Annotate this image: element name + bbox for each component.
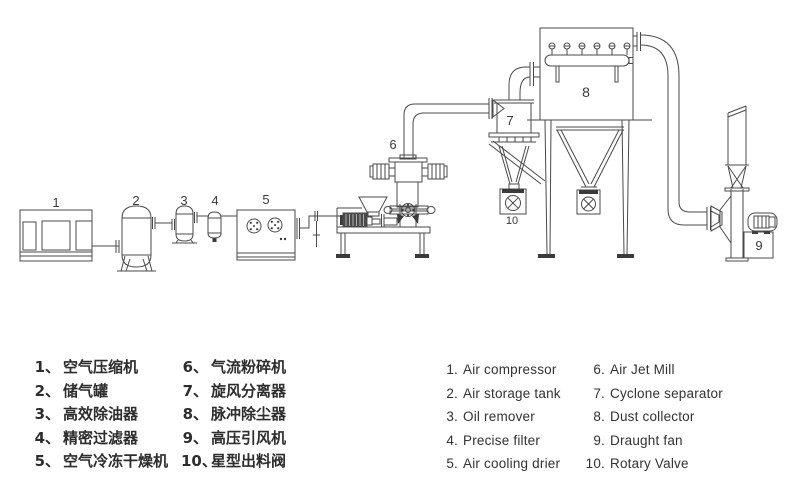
legend-row: 1、空气压缩机 xyxy=(33,356,168,380)
legend-num: 3、 xyxy=(34,405,60,423)
legend-row: 4. Precise filter xyxy=(438,429,561,453)
legend-row: 8、脉冲除尘器 xyxy=(181,403,286,427)
legend-row: 10、星型出料阀 xyxy=(181,450,286,474)
legend-label: Air Jet Mill xyxy=(610,362,675,377)
legend-row: 1. Air compressor xyxy=(438,358,561,382)
cyclone-separator: 7 xyxy=(488,99,546,190)
legend-row: 7. Cyclone separator xyxy=(585,382,723,406)
label-6: 6 xyxy=(389,137,396,152)
legend-row: 2、储气罐 xyxy=(33,380,168,404)
legend-label: 高压引风机 xyxy=(211,428,287,447)
legend-num: 3. xyxy=(446,409,458,424)
legend-row: 6、气流粉碎机 xyxy=(181,356,286,380)
legend-label: Draught fan xyxy=(610,432,683,448)
label-5: 5 xyxy=(262,192,269,207)
pipe-collector-to-fan xyxy=(633,32,711,230)
legend-num: 5、 xyxy=(34,452,60,470)
legend-num: 9、 xyxy=(182,428,208,447)
legend-english-col1: 1. Air compressor 2. Air storage tank 3. Oi… xyxy=(438,358,561,476)
legend-label: Precise filter xyxy=(463,432,541,448)
pipe-mill-to-cyclone xyxy=(403,98,505,158)
legend-num: 7. xyxy=(593,385,605,401)
legend-label: Air storage tank xyxy=(463,385,561,401)
legend-label: Cyclone separator xyxy=(610,385,723,401)
legend-label: 高效除油器 xyxy=(63,405,139,423)
pipe-compressor-to-tank xyxy=(92,240,120,253)
legend-row: 9、高压引风机 xyxy=(181,427,286,451)
legend-num: 5. xyxy=(446,456,458,471)
air-jet-mill: 6 xyxy=(369,137,448,227)
legend-row: 2. Air storage tank xyxy=(438,382,561,406)
legend-label: 精密过滤器 xyxy=(63,428,139,447)
legend-label: 储气罐 xyxy=(63,381,109,400)
legend-label: Oil remover xyxy=(463,409,535,424)
legend-label: Air cooling drier xyxy=(463,456,561,471)
legend-chinese-col2: 6、气流粉碎机 7、旋风分离器 8、脉冲除尘器 9、高压引风机 10、星型出料阀 xyxy=(181,356,286,474)
label-9: 9 xyxy=(755,238,762,253)
legend-num: 9. xyxy=(593,432,605,448)
legend-row: 10. Rotary Valve xyxy=(585,452,723,476)
air-compressor: 1 xyxy=(19,195,93,262)
label-7: 7 xyxy=(506,113,513,128)
legend-label: Rotary Valve xyxy=(610,456,689,471)
legend-num: 6. xyxy=(593,362,605,377)
legend-english-col2: 6. Air Jet Mill 7. Cyclone separator 8. Dus… xyxy=(585,358,723,476)
legend-num: 8. xyxy=(593,409,605,424)
legend-row: 7、旋风分离器 xyxy=(181,380,286,404)
legend-num: 4. xyxy=(446,432,458,448)
pipe-cyclone-to-collector xyxy=(508,62,540,100)
label-3: 3 xyxy=(180,193,187,208)
legend-label: 空气冷冻干燥机 xyxy=(63,452,169,470)
label-8: 8 xyxy=(582,84,590,100)
legend-row: 6. Air Jet Mill xyxy=(585,358,723,382)
legend-num: 8、 xyxy=(182,405,208,423)
legend-label: Dust collector xyxy=(610,409,695,424)
legend-num: 4、 xyxy=(34,428,60,447)
legend-row: 3、高效除油器 xyxy=(33,403,168,427)
legend-label: 旋风分离器 xyxy=(211,381,287,400)
flow-diagram-canvas: 1 2 3 4 xyxy=(19,27,778,272)
air-cooling-drier: 5 xyxy=(236,192,296,261)
air-storage-tank: 2 xyxy=(117,193,156,272)
label-1: 1 xyxy=(52,195,59,210)
legend-label: Air compressor xyxy=(463,362,557,377)
feed-hopper xyxy=(358,196,388,217)
pipe-drier-to-feeder xyxy=(296,211,340,247)
legend-row: 9. Draught fan xyxy=(585,429,723,453)
legend-num: 7、 xyxy=(182,381,208,400)
label-10: 10 xyxy=(506,215,518,227)
legend-num: 10. xyxy=(585,456,605,471)
legend-num: 6、 xyxy=(182,358,208,376)
precise-filter: 4 xyxy=(207,193,222,242)
pulse-valves xyxy=(548,42,631,55)
legend-label: 气流粉碎机 xyxy=(211,358,287,376)
legend-row: 4、精密过滤器 xyxy=(33,427,168,451)
legend-row: 8. Dust collector xyxy=(585,405,723,429)
legend-num: 2. xyxy=(446,385,458,401)
oil-remover: 3 xyxy=(171,193,198,244)
legend-num: 10、 xyxy=(181,452,217,470)
legend-chinese-col1: 1、空气压缩机 2、储气罐 3、高效除油器 4、精密过滤器 5、空气冷冻干燥机 xyxy=(33,356,168,474)
legend-row: 5、空气冷冻干燥机 xyxy=(33,450,168,474)
legend-row: 5. Air cooling drier xyxy=(438,452,561,476)
legend-num: 2、 xyxy=(34,381,60,400)
legend-label: 空气压缩机 xyxy=(63,358,139,376)
legend-label: 脉冲除尘器 xyxy=(211,405,287,423)
legend-num: 1. xyxy=(446,362,458,377)
legend-num: 1、 xyxy=(34,358,60,376)
rotary-valve-cyclone: 10 xyxy=(499,188,527,227)
label-4: 4 xyxy=(211,193,218,208)
rotary-valve-collector xyxy=(576,189,601,215)
legend-label: 星型出料阀 xyxy=(211,452,287,470)
draught-fan: 9 xyxy=(710,105,778,262)
legend-row: 3. Oil remover xyxy=(438,405,561,429)
screw-feeder xyxy=(340,212,398,228)
label-2: 2 xyxy=(132,193,139,208)
dust-collector: 8 xyxy=(527,27,652,258)
